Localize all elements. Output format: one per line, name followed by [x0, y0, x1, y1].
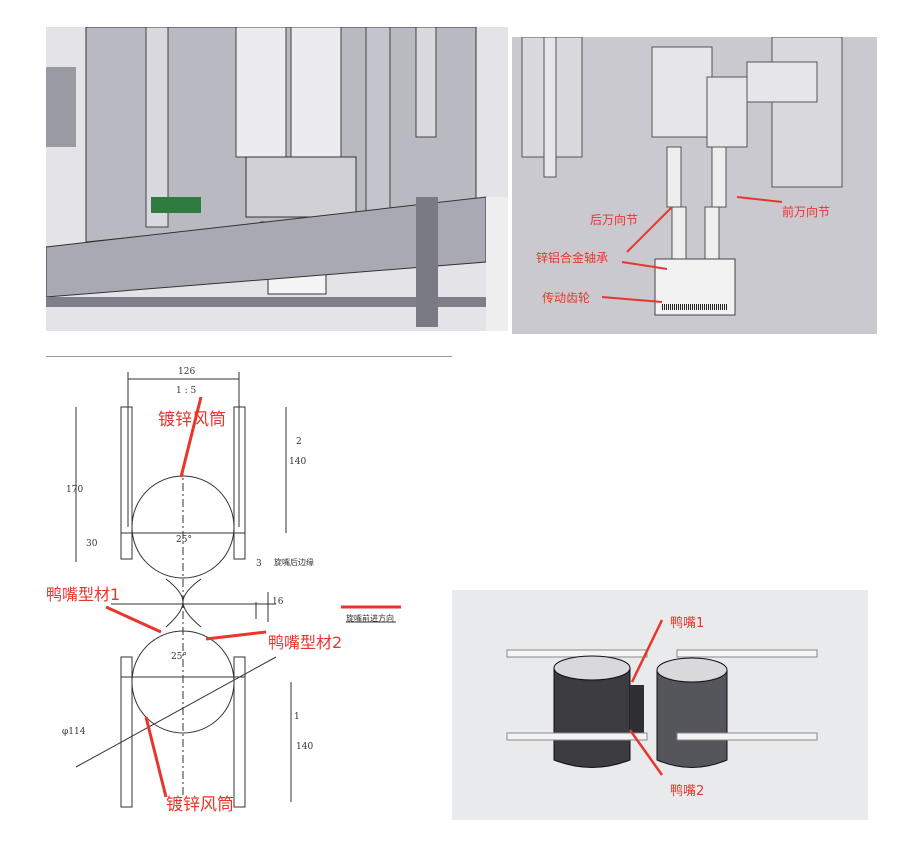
dim-diameter: φ114 [62, 727, 86, 737]
label-duct-top: 镀锌风筒 [158, 410, 226, 430]
dim-gap-16: 16 [272, 597, 284, 607]
label-duckbill-1: 鸭嘴1 [670, 616, 705, 631]
label-rear-joint: 后万向节 [590, 213, 639, 227]
duckbill-cylinders-image [506, 619, 818, 776]
label-duct-bottom: 镀锌风筒 [166, 795, 234, 815]
engineering-drawing: 126 1 : 5 170 140 30 25° 2 3 16 旋嘴后边缘 旋嘴… [46, 357, 452, 822]
machine-assembly-image [46, 27, 508, 331]
note-direction: 旋嘴前进方向 [346, 614, 394, 623]
label-duckbill-2: 鸭嘴2 [670, 784, 705, 799]
divider-line [46, 356, 452, 357]
ref-2: 2 [296, 437, 302, 447]
dim-angle-top: 25° [176, 535, 192, 545]
duckbill-render: 鸭嘴1 鸭嘴2 [452, 590, 868, 820]
dim-170: 170 [66, 485, 84, 495]
cad-render-joints: 后万向节 前万向节 锌铝合金轴承 传动齿轮 [512, 37, 877, 334]
duct-cross-section-drawing [75, 372, 401, 808]
label-front-joint: 前万向节 [782, 205, 831, 219]
dim-scale: 1 : 5 [176, 386, 197, 396]
dim-140-bottom: 140 [296, 742, 314, 752]
dim-angle-bottom: 25° [171, 652, 187, 662]
dim-140-top: 140 [289, 457, 307, 467]
label-bearing: 锌铝合金轴承 [536, 251, 609, 265]
ref-1: 1 [294, 712, 300, 722]
dim-width: 126 [178, 367, 196, 377]
universal-joint-image [512, 37, 877, 334]
note-edge: 旋嘴后边缘 [274, 558, 314, 567]
label-profile-2: 鸭嘴型材2 [268, 633, 343, 652]
label-gear: 传动齿轮 [542, 291, 591, 305]
cad-render-overview [46, 27, 508, 331]
ref-3: 3 [256, 559, 262, 569]
dim-30: 30 [86, 539, 98, 549]
label-profile-1: 鸭嘴型材1 [46, 585, 121, 604]
